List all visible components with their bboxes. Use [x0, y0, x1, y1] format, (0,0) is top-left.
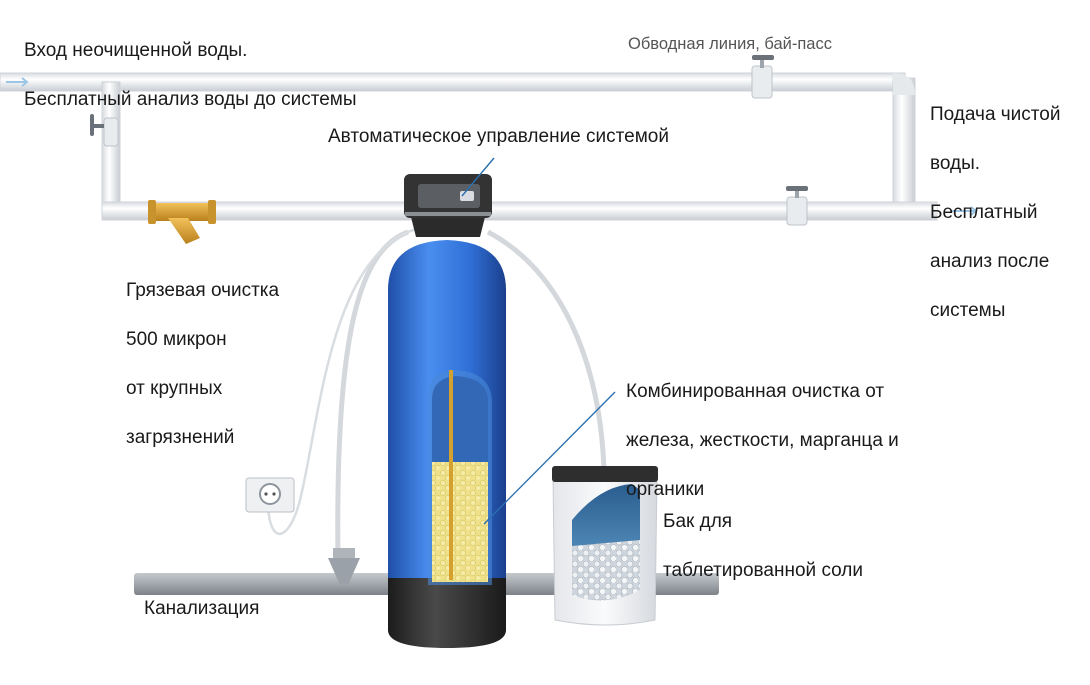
control-label: Автоматическое управление системой [328, 126, 669, 147]
brine-tank [552, 466, 658, 626]
flow-arrow-icon [950, 206, 978, 216]
filter-tank [388, 240, 506, 648]
brine-tank-label: Бак для таблетированной соли [663, 510, 864, 581]
bypass-pipe [0, 72, 916, 214]
valve-icon [90, 114, 119, 147]
salt-pellets [572, 540, 640, 601]
riser-tube [449, 370, 453, 580]
sediment-label: Грязевая очистка 500 микрон от крупных з… [126, 279, 280, 448]
power-cable [266, 226, 421, 536]
inlet-label: Вход неочищенной воды. Бесплатный анализ… [24, 39, 357, 110]
main-pipe [101, 201, 938, 221]
valve-icon [786, 186, 808, 226]
sewer-label: Канализация [144, 598, 260, 619]
strainer-icon [148, 200, 216, 244]
valve-icon [751, 55, 774, 99]
bypass-label: Обводная линия, бай-пасс [628, 35, 832, 53]
callout-lines [461, 157, 616, 525]
control-display [418, 184, 480, 208]
combined-treatment-label: Комбинированная очистка от железа, жестк… [626, 380, 899, 500]
power-socket-icon [245, 477, 295, 513]
flow-arrow-icon [6, 77, 29, 87]
control-head [404, 174, 492, 237]
drain-funnel-icon [328, 548, 360, 585]
outlet-label: Подача чистой воды. Бесплатный анализ по… [930, 103, 1061, 321]
filter-media [432, 462, 488, 582]
